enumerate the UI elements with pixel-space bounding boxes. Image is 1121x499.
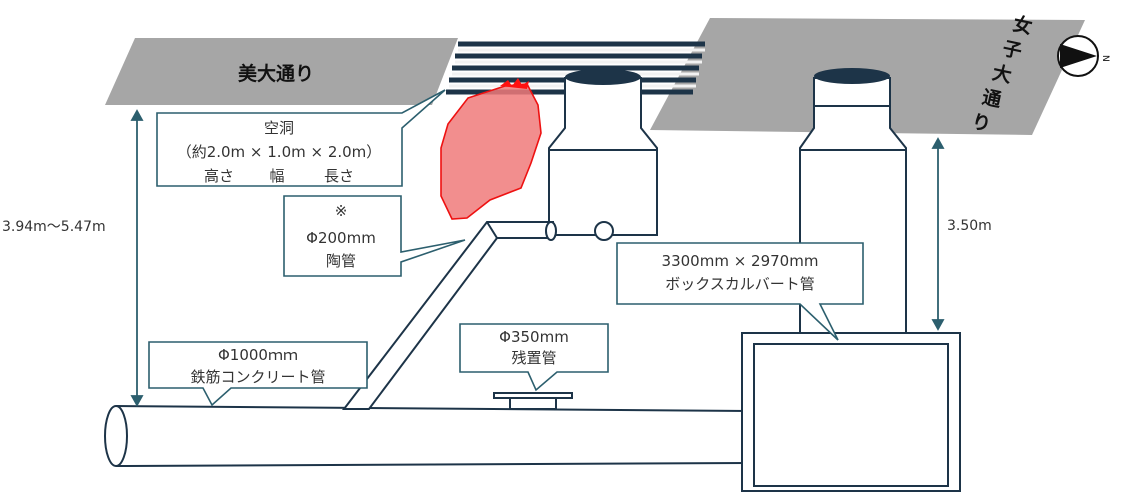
manhole-left [548,69,658,241]
depth-label-right: 3.50m [947,218,992,234]
culvert-callout: 3300mm × 2970mm ボックスカルバート管 [616,242,864,341]
clay-pipe-mark: ※ [335,202,348,220]
culvert-kind: ボックスカルバート管 [665,275,815,293]
svg-text:子: 子 [1001,37,1024,62]
manhole-right-lid [814,68,890,84]
cavity-dim-height: 高さ [204,167,234,185]
leftover-pipe-350 [493,392,573,410]
clay-pipe-callout: ※ Φ200mm 陶管 [283,195,466,277]
manhole-left-lid [565,69,641,85]
rc-pipe-1000 [104,405,749,467]
cavity-callout: 空洞 （約2.0m × 1.0m × 2.0m） 高さ 幅 長さ [156,89,446,187]
clay-pipe-kind: 陶管 [326,252,356,270]
rc-pipe-kind: 鉄筋コンクリート管 [190,368,325,386]
leftover-pipe-kind: 残置管 [511,349,556,367]
box-culvert [741,332,961,492]
cavity-dim-length: 長さ [324,167,354,185]
rc-pipe-callout: Φ1000ｍｍ 鉄筋コンクリート管 [148,341,368,407]
svg-text:大: 大 [990,61,1013,87]
compass-icon: N [1057,35,1110,77]
depth-dimension-right [931,137,945,331]
clay-pipe-size: Φ200mm [306,229,376,247]
cavity-size: （約2.0m × 1.0m × 2.0m） [177,143,382,161]
cavity-title: 空洞 [264,119,294,137]
culvert-size: 3300mm × 2970mm [662,252,819,270]
leftover-pipe-callout: Φ350mm 残置管 [459,323,609,392]
leftover-pipe-size: Φ350mm [499,328,569,346]
bidai-road [105,38,458,105]
svg-text:り: り [970,111,993,136]
depth-dimension-left [130,109,144,407]
depth-label-left: 3.94m～5.47m [2,219,106,235]
joshidai-road-label: 女 子 大 通 り [970,12,1035,136]
rc-pipe-size: Φ1000ｍｍ [218,346,298,364]
compass-north-label: N [1100,55,1110,62]
bidai-road-label: 美大通り [238,62,314,85]
svg-text:女: 女 [1011,12,1034,38]
cavity-shape [440,78,542,220]
cavity-dim-width: 幅 [269,167,284,185]
clay-pipe-200 [341,221,557,410]
